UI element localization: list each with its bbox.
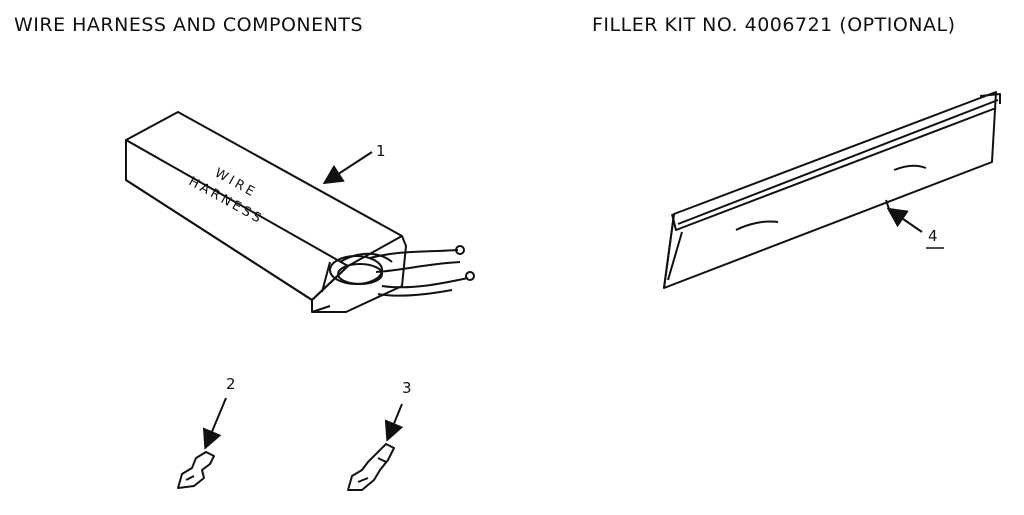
callout-1-arrow xyxy=(322,151,373,185)
terminal-3 xyxy=(347,443,395,491)
callout-2-arrow xyxy=(202,397,227,450)
callout-3: 3 xyxy=(402,379,412,397)
terminal-2 xyxy=(177,451,215,489)
filler-panel xyxy=(663,91,1001,289)
callout-1: 1 xyxy=(376,142,386,160)
right-heading: FILLER KIT NO. 4006721 (OPTIONAL) xyxy=(592,14,956,36)
wire-harness-box xyxy=(125,111,475,313)
callout-4-arrow xyxy=(886,207,923,233)
callout-3-arrow xyxy=(384,403,404,442)
callout-4: 4 xyxy=(928,227,938,245)
callout-2: 2 xyxy=(226,375,236,393)
left-heading: WIRE HARNESS AND COMPONENTS xyxy=(14,14,364,36)
